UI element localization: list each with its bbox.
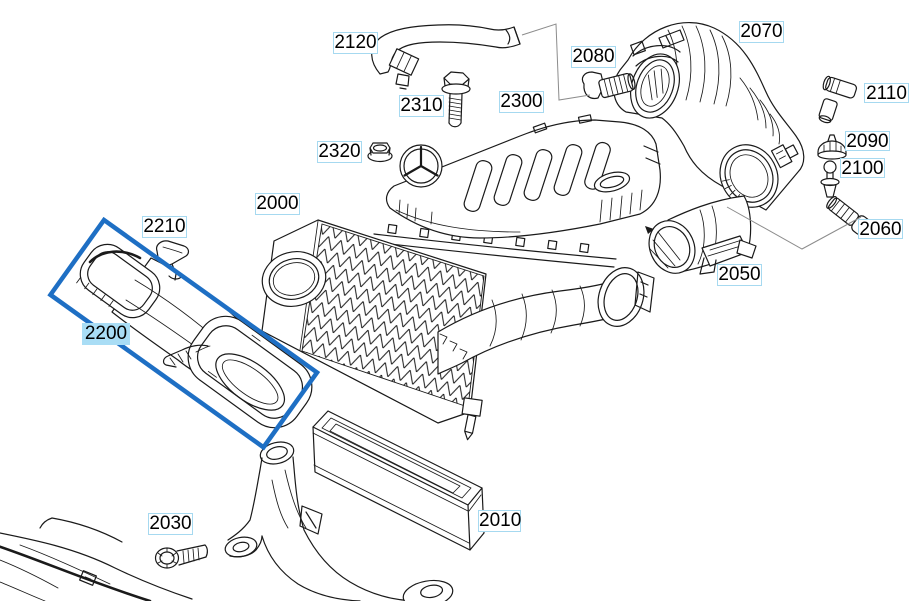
part-label-2210[interactable]: 2210 — [142, 216, 187, 238]
part-label-2030[interactable]: 2030 — [148, 513, 193, 535]
part-label-2310[interactable]: 2310 — [399, 95, 444, 117]
part-2120-hose-drawing[interactable] — [371, 24, 521, 90]
part-label-2110[interactable]: 2110 — [864, 83, 909, 104]
part-label-2200[interactable]: 2200 — [82, 323, 130, 345]
part-label-2320[interactable]: 2320 — [317, 141, 362, 163]
part-label-2050[interactable]: 2050 — [717, 264, 762, 286]
part-2310-bolt-drawing[interactable] — [441, 71, 471, 128]
part-label-2010[interactable]: 2010 — [478, 510, 522, 532]
part-2050-maf-drawing[interactable] — [641, 195, 757, 281]
part-label-2100[interactable]: 2100 — [840, 158, 885, 179]
part-2030-bolt-drawing[interactable] — [154, 544, 208, 569]
selection-rectangle — [47, 216, 321, 451]
part-2070-duct-drawing[interactable] — [613, 21, 805, 218]
part-label-2300[interactable]: 2300 — [499, 91, 544, 113]
part-label-2080[interactable]: 2080 — [571, 46, 616, 68]
part-2100-valve-drawing[interactable] — [820, 160, 840, 198]
part-label-2000[interactable]: 2000 — [255, 193, 300, 215]
part-2320-nut-drawing[interactable] — [367, 142, 393, 163]
part-label-2120[interactable]: 2120 — [333, 32, 378, 54]
part-label-2070[interactable]: 2070 — [739, 21, 784, 43]
leader-line-1 — [521, 23, 591, 101]
part-2010-filter-drawing[interactable] — [312, 410, 485, 551]
part-label-2090[interactable]: 2090 — [845, 131, 890, 152]
part-2300-cover-drawing[interactable] — [385, 114, 661, 239]
housing-outlet-elbow-drawing — [437, 267, 655, 375]
cowl-panel-drawing — [0, 517, 193, 601]
part-2110-connector-drawing[interactable] — [817, 75, 858, 124]
part-2080-fitting-drawing[interactable] — [581, 71, 636, 100]
part-label-2060[interactable]: 2060 — [858, 219, 903, 240]
part-2090-grommet-drawing[interactable] — [817, 134, 847, 160]
leader-line-2 — [726, 206, 862, 250]
